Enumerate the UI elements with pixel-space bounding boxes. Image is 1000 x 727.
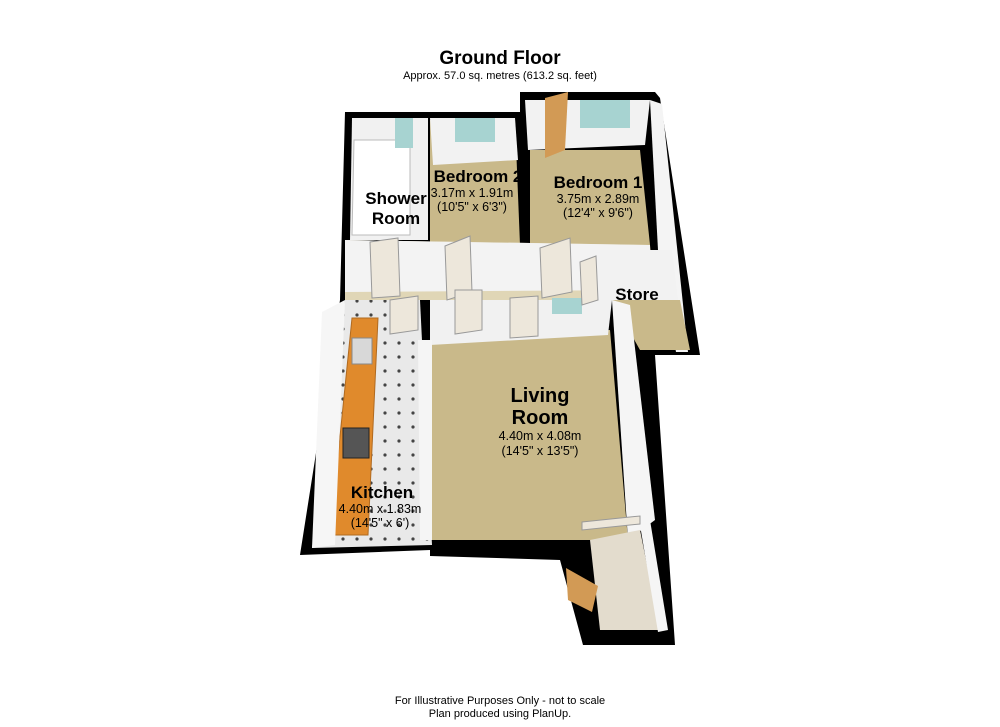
door-kitchen (389, 295, 419, 335)
hallway-back-wall (345, 240, 650, 292)
footer-disclaimer: For Illustrative Purposes Only - not to … (394, 695, 606, 707)
door-living (509, 295, 539, 339)
store-back-wall (590, 250, 678, 300)
living-room-floor (430, 330, 628, 540)
doors (369, 92, 641, 612)
kitchen-dim-imperial: (14'5" x 6') (351, 516, 410, 530)
bedroom-2-dim-metric: 3.17m x 1.91m (431, 186, 514, 200)
kitchen-label: Kitchen (351, 483, 413, 502)
door-bedroom-1-hall (539, 237, 573, 299)
bedroom-2-dim-imperial: (10'5" x 6'3") (437, 200, 507, 214)
kitchen-hob (342, 427, 370, 459)
door-cupboard (454, 289, 483, 335)
window-shower (395, 118, 413, 148)
living-room-right-wall (612, 300, 655, 540)
living-room-dim-metric: 4.40m x 4.08m (499, 429, 582, 443)
porch-floor (590, 530, 660, 630)
floor-title: Ground Floor (439, 48, 561, 69)
bedroom-2-label: Bedroom 2 (434, 167, 523, 186)
bedroom-1-dim-metric: 3.75m x 2.89m (557, 192, 640, 206)
living-room-left-wall (418, 340, 432, 540)
door-porch (581, 515, 641, 531)
kitchen-left-wall (312, 300, 345, 548)
store-label: Store (615, 285, 658, 304)
kitchen-dim-metric: 4.40m x 1.83m (339, 502, 422, 516)
window-hall (552, 298, 582, 314)
living-room-label-2: Room (512, 407, 569, 429)
bedroom-1-floor (530, 150, 650, 245)
door-bedroom-1 (545, 92, 568, 158)
porch-wall (640, 520, 668, 632)
living-room-dim-imperial: (14'5" x 13'5") (502, 444, 579, 458)
window-bedroom-1 (580, 100, 630, 128)
store-floor (612, 300, 690, 350)
living-room-label-1: Living (511, 385, 570, 407)
door-front (566, 568, 598, 612)
window-bedroom-2 (455, 118, 495, 142)
door-shower (369, 237, 401, 299)
floor-area: Approx. 57.0 sq. metres (613.2 sq. feet) (403, 70, 597, 82)
footer-credit: Plan produced using PlanUp. (428, 708, 572, 720)
door-store (579, 255, 599, 306)
bedroom-1-label: Bedroom 1 (554, 173, 643, 192)
kitchen-sink (351, 337, 373, 365)
shower-room-label-2: Room (372, 209, 420, 228)
bedroom-1-dim-imperial: (12'4" x 9'6") (563, 206, 633, 220)
bedroom-1-right-wall (650, 100, 688, 352)
shower-tray (351, 139, 411, 236)
shower-room-label-1: Shower (365, 189, 427, 208)
